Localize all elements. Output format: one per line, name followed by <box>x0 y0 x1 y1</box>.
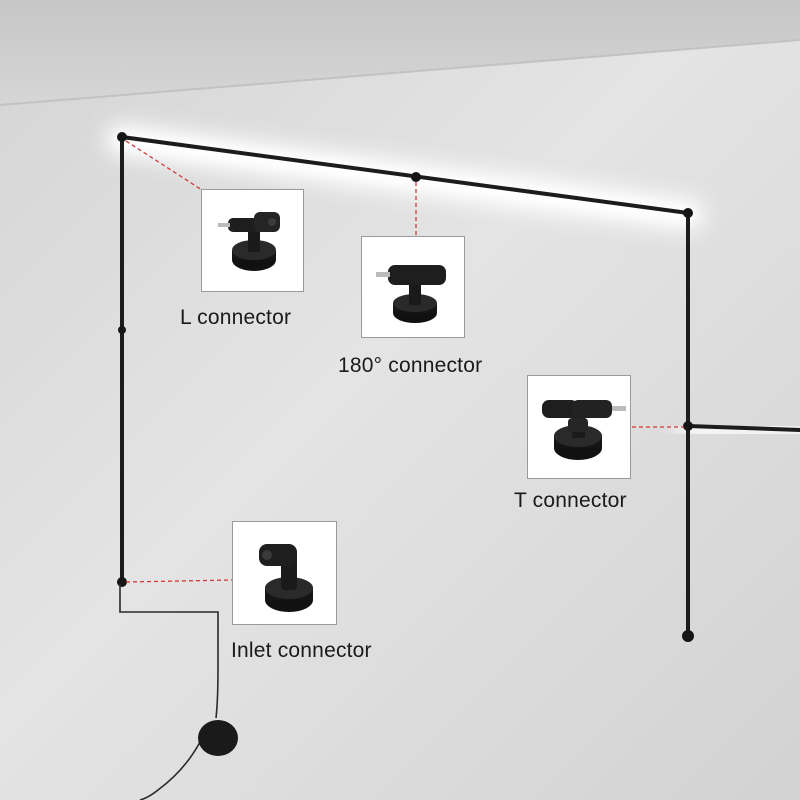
t-connector-icon <box>542 400 626 460</box>
connector-180-label: 180° connector <box>338 354 483 377</box>
top-rail <box>120 135 690 215</box>
t-connector-label: T connector <box>514 489 627 512</box>
leader-lines <box>125 140 684 583</box>
l-connector-label: L connector <box>180 306 292 329</box>
connector-180-icon <box>376 265 446 323</box>
side-rail <box>686 424 800 432</box>
rail-joints <box>117 132 694 642</box>
l-connector-card <box>201 189 304 292</box>
inlet-connector-icon <box>259 544 313 612</box>
power-puck <box>198 720 238 756</box>
power-cord <box>119 584 219 800</box>
inlet-connector-label: Inlet connector <box>231 639 372 662</box>
connector-180-card <box>361 236 465 338</box>
l-connector-icon <box>218 212 280 271</box>
t-connector-card <box>527 375 631 479</box>
inlet-connector-card <box>232 521 337 625</box>
ceiling <box>0 0 800 105</box>
